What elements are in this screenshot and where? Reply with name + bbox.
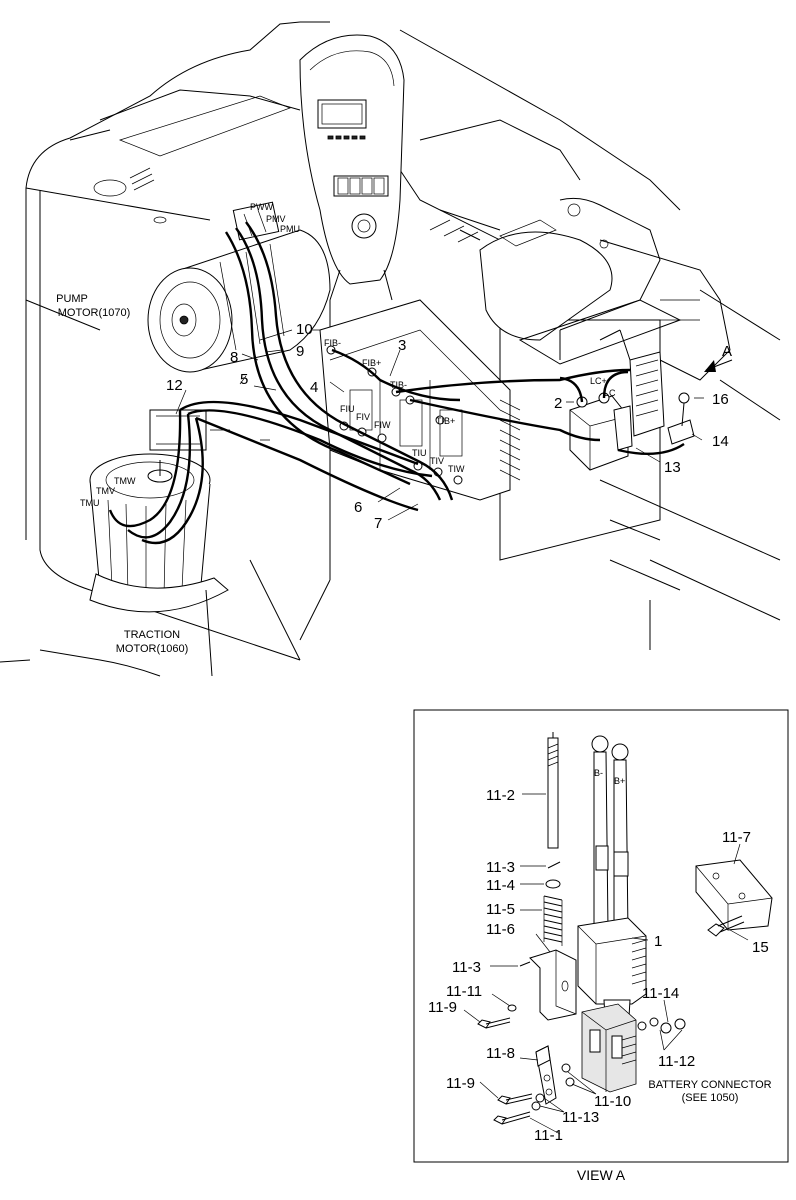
part-11-5-spring (543, 895, 563, 946)
callout-11-7: 11-7 (722, 829, 751, 846)
terminal-tiv: TIV (430, 456, 444, 466)
right-controls (429, 203, 682, 365)
terminal-pmu: PMU (280, 224, 300, 234)
callout-11-8: 11-8 (486, 1045, 515, 1062)
display-screen (317, 99, 367, 129)
part-1-connector-assembly (577, 735, 647, 1035)
callout-12: 12 (166, 377, 183, 394)
terminal-tmw: TMW (114, 476, 136, 486)
terminal-tiw: TIW (448, 464, 465, 474)
battery-connector-label: BATTERY CONNECTOR (648, 1079, 771, 1091)
part-11-2-rod (547, 732, 559, 849)
callout-14: 14 (712, 433, 729, 450)
terminal-fiu: FIU (340, 404, 355, 414)
callout-11-9-lower: 11-9 (446, 1075, 475, 1092)
callout-11-3-lower: 11-3 (452, 959, 481, 976)
terminal-pww: PWW (250, 202, 273, 212)
leader-lines (175, 329, 733, 521)
view-a-frame (413, 709, 789, 1163)
pump-motor-label-code: MOTOR(1070) (58, 307, 131, 319)
part-11-3-pin (547, 861, 561, 869)
battery-connector-housing (581, 1003, 637, 1093)
callout-11-3: 11-3 (486, 859, 515, 876)
view-a-leader-lines (463, 793, 749, 1135)
callout-11-2: 11-2 (486, 787, 515, 804)
terminal-tmu: TMU (80, 498, 100, 508)
controller-unit (319, 299, 521, 501)
callout-11-11: 11-11 (446, 983, 482, 1000)
part-11-11-washer (507, 1004, 517, 1012)
callout-11-9-upper: 11-9 (428, 999, 457, 1016)
view-a-caption: VIEW A (577, 1167, 626, 1183)
main-view: PUMP MOTOR(1070) TRACTION MOTOR(1060) A … (0, 21, 781, 677)
pump-motor (147, 201, 331, 373)
terminal-lc-plus: LC+ (590, 376, 607, 386)
part-11-7-plate (695, 859, 773, 931)
callout-1: 1 (654, 933, 662, 950)
view-a-detail: B- B+ (413, 709, 789, 1183)
terminal-tib-plus: TIB+ (436, 416, 455, 426)
view-arrow-label: A (722, 343, 732, 360)
main-view-labels: PUMP MOTOR(1070) TRACTION MOTOR(1060) A … (56, 202, 732, 655)
pump-motor-label: PUMP (56, 293, 88, 305)
terminal-fiv: FIV (356, 412, 370, 422)
callout-13: 13 (664, 459, 681, 476)
callout-2: 2 (554, 395, 562, 412)
button-row (327, 135, 366, 140)
callout-10: 10 (296, 321, 313, 338)
terminal-tiu: TIU (412, 448, 427, 458)
terminal-fib-plus: FIB+ (362, 358, 381, 368)
callout-6: 6 (354, 499, 362, 516)
part-11-6-bracket (529, 949, 577, 1021)
terminal-fiw: FIW (374, 420, 391, 430)
traction-motor-label-code: MOTOR(1060) (116, 643, 189, 655)
part-11-9-bolt-lower (497, 1093, 533, 1105)
callout-8: 8 (230, 349, 238, 366)
part-15-bolt (707, 915, 745, 937)
callout-11-5: 11-5 (486, 901, 515, 918)
callout-16: 16 (712, 391, 729, 408)
terminal-tmv: TMV (96, 486, 115, 496)
battery-connector-reference: (SEE 1050) (682, 1092, 739, 1104)
cable-mark-b-minus: B- (594, 768, 603, 778)
callout-7: 7 (374, 515, 382, 532)
part-11-4-washer (545, 879, 561, 889)
terminal-pmv: PMV (266, 214, 286, 224)
part-11-8-bracket (535, 1045, 557, 1105)
callout-11-13: 11-13 (562, 1109, 599, 1126)
main-battery-connector (613, 351, 695, 451)
terminal-tib-minus: TIB- (390, 380, 407, 390)
callout-11-4: 11-4 (486, 877, 515, 894)
callout-5: 5 (240, 371, 248, 388)
part-11-1-bolt (493, 1111, 531, 1125)
callout-11-1: 11-1 (534, 1127, 563, 1144)
part-11-9-bolt-upper (477, 1017, 511, 1029)
steering-console (299, 34, 405, 301)
callout-4: 4 (310, 379, 318, 396)
part-11-3-pin-lower (519, 961, 531, 967)
callout-11-10: 11-10 (594, 1093, 631, 1110)
callout-3: 3 (398, 337, 406, 354)
callout-11-6: 11-6 (486, 921, 515, 938)
terminal-lc: LC (604, 388, 616, 398)
cable-mark-b-plus: B+ (614, 776, 625, 786)
hardware-nuts (531, 1017, 686, 1111)
cables (108, 221, 685, 545)
callout-11-12: 11-12 (658, 1053, 695, 1070)
traction-motor-label: TRACTION (124, 629, 180, 641)
callout-11-14: 11-14 (642, 985, 679, 1002)
terminal-fib-minus: FIB- (324, 338, 341, 348)
callout-15: 15 (752, 939, 769, 956)
callout-9: 9 (296, 343, 304, 360)
view-a-labels: 11-2 11-3 11-4 11-5 11-6 11-3 11-11 11-9… (428, 787, 772, 1144)
